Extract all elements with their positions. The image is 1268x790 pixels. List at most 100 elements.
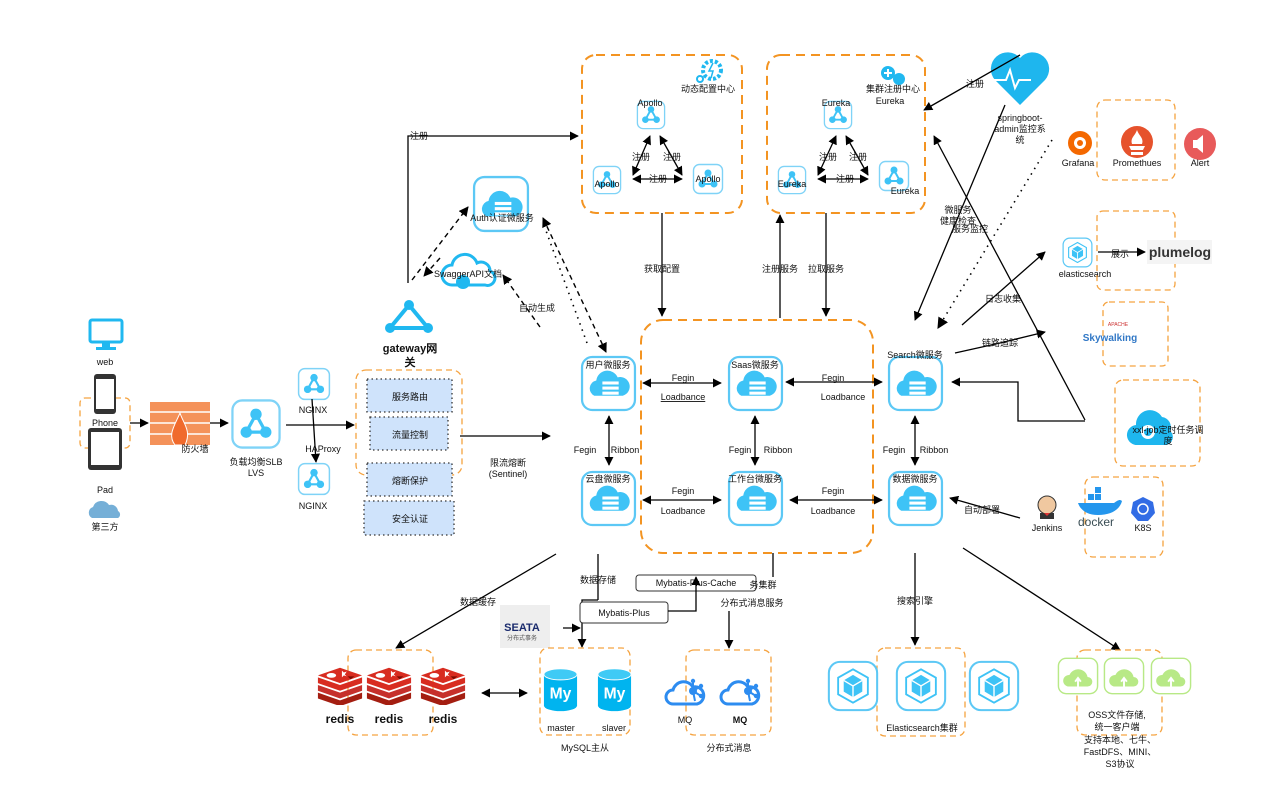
text-label: 服务监控 [952,223,988,234]
text-label: Loadbance [661,392,706,402]
docker-whale-icon [1078,487,1122,515]
text-label: Fegin [574,445,597,455]
gateway-feature-circuit: 熔断保护 [366,462,453,497]
seata-logo: SEATA 分布式事务 [500,605,550,648]
web-label: web [96,357,114,367]
xxl-job-group [1114,379,1201,467]
oss-cloud-icon [1150,657,1192,695]
firewall-icon [150,402,210,446]
service-workbench[interactable]: 工作台微服务 [727,470,784,527]
connector-arrow [411,206,469,281]
text-label: 熔断保护 [392,475,428,486]
plumelog-group [1096,210,1176,291]
service-disk[interactable]: 云盘微服务 [580,470,637,527]
text-label: 统 [1015,134,1024,145]
connector-arrow [502,274,541,328]
alert-label: Alert [1191,158,1210,168]
swagger-icon [440,252,497,289]
service-data[interactable]: 数据微服务 [887,470,944,527]
text-label: Fegin [822,486,845,496]
grafana-label: Grafana [1062,158,1095,168]
elasticsearch-icon [1062,237,1093,268]
apollo-config-group [581,54,743,214]
apache-logo: APACHE [1108,322,1129,328]
auto-deploy-label: 自动部署 [964,504,1000,515]
fetch-config-label: 获取配置 [644,264,680,274]
eureka-subtitle: Eureka [876,96,905,106]
oss-cloud-icon [1057,657,1099,695]
connector-arrow [845,135,869,176]
connector-arrow [659,135,683,176]
service-user[interactable]: 用户微服务 [580,355,637,412]
service-search[interactable]: Search微服务 [887,349,944,412]
text-label: 注册 [632,151,650,162]
sentinel-label: 限流熔断 [490,457,526,468]
skywalking-group [1102,301,1169,367]
text-label: 务集群 [749,579,776,590]
elasticsearch-icon [827,660,879,712]
data-store-label: 数据存储 [580,574,616,585]
text-label: Ribbon [764,445,793,455]
microservices-group [640,319,874,554]
swagger-label: SwaggerAPI文档 [434,268,502,279]
load-balancer-icon [230,398,282,450]
text-label: Loadbance [661,506,706,516]
text-label: Search微服务 [887,349,943,360]
gateway-icon [385,300,433,333]
alert-speaker-icon [1184,128,1216,160]
connector-arrow [395,553,557,649]
text-label: S3协议 [1105,758,1134,769]
springboot-admin-label: springboot- [997,113,1042,123]
monitor-icon [88,318,124,350]
text-label: SEATA [504,622,540,634]
connector-arrow [951,377,1085,422]
oss-cloud-icon [1103,657,1145,695]
text-label: slaver [602,723,626,733]
haproxy-label: HAProxy [305,444,341,454]
grafana-icon [1068,131,1092,155]
connector-arrow [933,135,1086,421]
text-label: redis [326,712,355,726]
text-label: 度 [1163,435,1172,446]
text-label: Eureka [891,186,920,196]
text-label: 注册 [663,151,681,162]
data-cache-label: 数据缓存 [460,596,496,607]
text-label: 微服务 [944,204,971,215]
prometheus-label: Promethues [1113,158,1162,168]
text-label: 注册 [849,151,867,162]
text-label: MQ [678,715,693,725]
jenkins-label: Jenkins [1032,523,1063,533]
gateway-feature-routing: 服务路由 [366,378,453,413]
es-cluster-label: Elasticsearch集群 [886,722,958,733]
connector-arrow [817,135,837,176]
connector-arrow [632,135,651,176]
tablet-icon [88,428,122,470]
log-collect-label: 日志收集 [985,293,1021,304]
apollo-title: 动态配置中心 [681,83,735,94]
service-saas[interactable]: Saas微服务 [727,355,784,412]
text-label: 分布式事务 [507,634,537,642]
sentinel-sub-label: (Sentinel) [489,469,528,479]
redis-icon [317,667,363,705]
gear-icon [696,59,723,83]
apollo-node-label: Apollo [594,179,619,189]
text-label: Fegin [729,445,752,455]
redis-icon [366,667,412,705]
connector-arrow [407,131,579,283]
text-label: Saas微服务 [731,359,779,370]
text-label: 流量控制 [392,429,428,440]
text-label: Loadbance [821,392,866,402]
text-label: 数据微服务 [892,473,937,484]
text-label: 统一客户端 [1094,721,1139,732]
redis-icon [420,667,466,705]
text-label: Ribbon [611,445,640,455]
eureka-registry-group [766,54,926,214]
show-label: 展示 [1111,249,1129,259]
text-label: 注册 [966,78,984,89]
text-label: Eureka [778,179,807,189]
trace-label: 链路追踪 [982,337,1018,348]
text-label: Mybatis-Plus [598,608,650,618]
text-label: redis [429,712,458,726]
prometheus-icon [1121,126,1153,158]
prometheus-group [1096,99,1176,181]
